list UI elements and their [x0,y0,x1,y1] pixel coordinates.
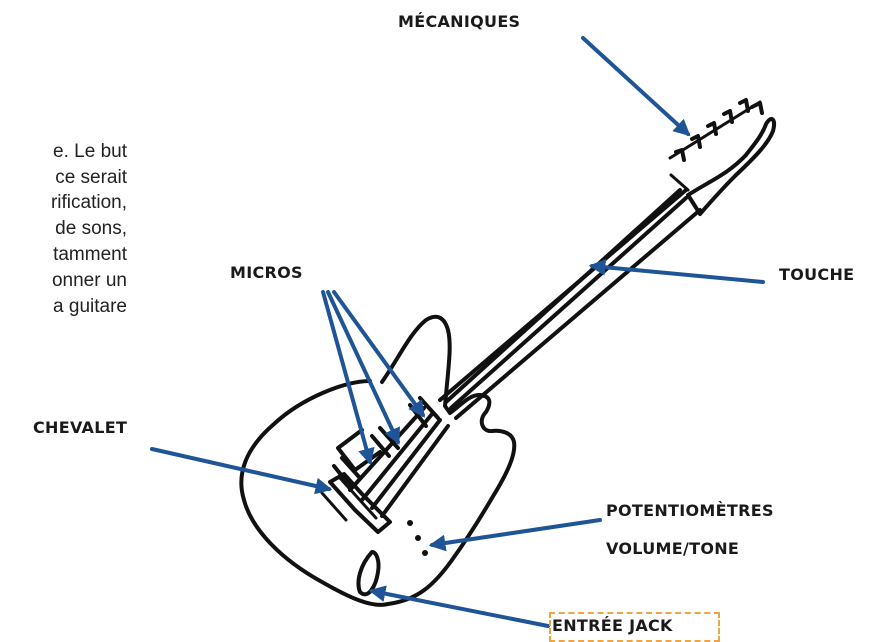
paragraph-line: tamment [53,244,127,265]
label-mecaniques: MÉCANIQUES [398,12,521,31]
paragraph-line: de sons, [55,218,127,239]
knob-dot [422,550,428,556]
label-touche: TOUCHE [779,265,855,284]
jack-socket [356,550,381,597]
paragraph-line: a guitare [53,296,127,317]
arrow-micros [321,290,375,466]
paragraph-line: rification, [50,192,127,213]
arrow-mecaniques [581,36,691,137]
arrow-chevalet [150,447,333,495]
arrow-micros [332,290,425,418]
label-potentiometres: POTENTIOMÈTRES [606,501,774,520]
knob-dot [415,535,421,541]
paragraph-line: e. Le but [53,141,127,162]
label-volume-tone: VOLUME/TONE [606,539,740,558]
arrow-entree-jack [368,585,550,628]
guitar-strings [348,406,450,518]
label-entree-jack: ENTRÉE JACK [552,616,673,635]
tuner-peg [690,134,702,149]
knob-dot [407,520,413,526]
label-chevalet: CHEVALET [33,418,128,437]
tuner-peg [738,98,750,113]
arrow-potentiometres [428,518,602,552]
guitar-bridge [328,472,392,534]
arrow-touche [588,258,765,284]
guitar-body-outline [239,314,517,607]
paragraph-line: ce serait [55,167,127,188]
paragraph-line: onner un [51,270,127,291]
guitar-headstock [686,116,777,216]
fretboard-line [444,188,688,410]
arrow-micros [326,290,400,446]
label-micros: MICROS [230,263,303,282]
